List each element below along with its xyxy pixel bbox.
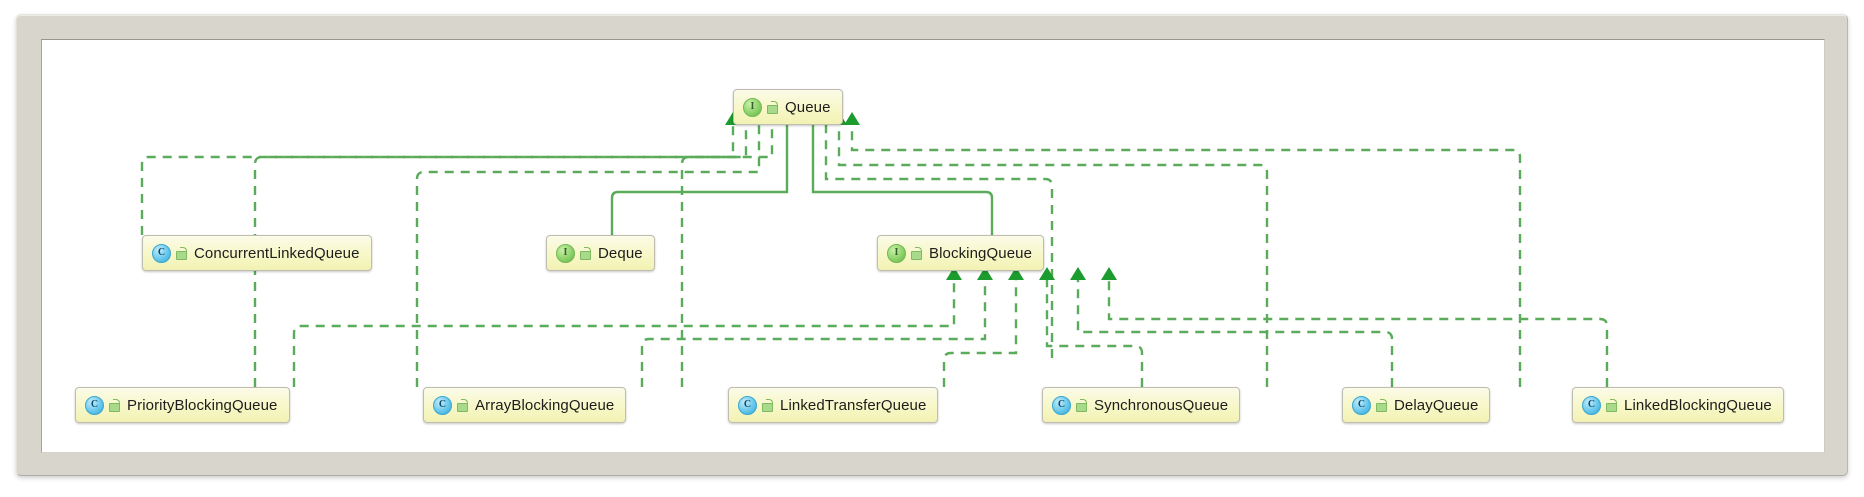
edge-arrayblockingqueue-to-queue xyxy=(415,125,761,387)
interface-icon: I xyxy=(743,97,762,117)
node-label: ConcurrentLinkedQueue xyxy=(194,244,360,262)
node-linkedtransferqueue[interactable]: C LinkedTransferQueue xyxy=(728,387,939,423)
node-delayqueue[interactable]: C DelayQueue xyxy=(1342,387,1491,423)
class-icon: C xyxy=(433,395,452,415)
edge-delayqueue-to-blockingqueue xyxy=(1076,280,1394,387)
edge-concurrentlinkedqueue-to-queue xyxy=(140,125,735,235)
class-icon: C xyxy=(738,395,757,415)
node-label: LinkedTransferQueue xyxy=(780,396,927,414)
node-label: Deque xyxy=(598,244,643,262)
node-arrayblockingqueue[interactable]: C ArrayBlockingQueue xyxy=(423,387,627,423)
edge-linkedtransferqueue-to-queue xyxy=(680,125,774,387)
class-icon: C xyxy=(1052,395,1071,415)
edge-blockingqueue-to-queue xyxy=(811,125,994,235)
diagram-window: I Queue C ConcurrentLinkedQueue I Deque … xyxy=(16,14,1848,476)
unlock-icon xyxy=(580,246,591,260)
node-priorityblockingqueue[interactable]: C PriorityBlockingQueue xyxy=(75,387,290,423)
node-label: DelayQueue xyxy=(1394,396,1479,414)
edge-connector-layer xyxy=(140,125,1609,387)
unlock-icon xyxy=(457,398,468,412)
node-concurrentlinkedqueue[interactable]: C ConcurrentLinkedQueue xyxy=(142,235,372,271)
arrowhead-blockingqueue-6 xyxy=(1101,267,1117,280)
node-queue[interactable]: I Queue xyxy=(733,89,843,125)
node-linkedblockingqueue[interactable]: C LinkedBlockingQueue xyxy=(1572,387,1784,423)
arrowhead-blockingqueue-4 xyxy=(1039,267,1055,280)
unlock-icon xyxy=(176,246,187,260)
edge-linkedblockingqueue-to-blockingqueue xyxy=(1107,280,1609,387)
unlock-icon xyxy=(1606,398,1617,412)
unlock-icon xyxy=(767,100,778,114)
class-icon: C xyxy=(152,243,171,263)
arrowhead-queue-9 xyxy=(844,112,860,125)
edge-priorityblockingqueue-to-blockingqueue xyxy=(292,280,956,387)
class-icon: C xyxy=(1352,395,1371,415)
interface-icon: I xyxy=(556,243,575,263)
node-label: LinkedBlockingQueue xyxy=(1624,396,1772,414)
node-label: SynchronousQueue xyxy=(1094,396,1229,414)
node-blockingqueue[interactable]: I BlockingQueue xyxy=(877,235,1045,271)
edge-synchronousqueue-to-blockingqueue xyxy=(1045,280,1144,387)
edge-priorityblockingqueue-to-queue xyxy=(253,125,748,387)
unlock-icon xyxy=(109,398,120,412)
node-label: Queue xyxy=(785,98,831,116)
edge-linkedtransferqueue-to-blockingqueue xyxy=(942,280,1018,387)
class-icon: C xyxy=(1582,395,1601,415)
arrowhead-blockingqueue-5 xyxy=(1070,267,1086,280)
interface-icon: I xyxy=(887,243,906,263)
class-icon: C xyxy=(85,395,104,415)
unlock-icon xyxy=(762,398,773,412)
edge-deque-to-queue xyxy=(610,125,789,235)
node-label: BlockingQueue xyxy=(929,244,1033,262)
unlock-icon xyxy=(911,246,922,260)
edge-linkedblockingqueue-to-queue xyxy=(850,125,1522,387)
unlock-icon xyxy=(1076,398,1087,412)
node-label: PriorityBlockingQueue xyxy=(127,396,278,414)
node-deque[interactable]: I Deque xyxy=(546,235,655,271)
diagram-canvas[interactable]: I Queue C ConcurrentLinkedQueue I Deque … xyxy=(41,39,1825,453)
node-label: ArrayBlockingQueue xyxy=(475,396,615,414)
node-synchronousqueue[interactable]: C SynchronousQueue xyxy=(1042,387,1241,423)
unlock-icon xyxy=(1376,398,1387,412)
edge-arrayblockingqueue-to-blockingqueue xyxy=(640,280,987,387)
edge-delayqueue-to-queue xyxy=(837,125,1269,387)
edge-synchronousqueue-to-queue xyxy=(824,125,1054,358)
